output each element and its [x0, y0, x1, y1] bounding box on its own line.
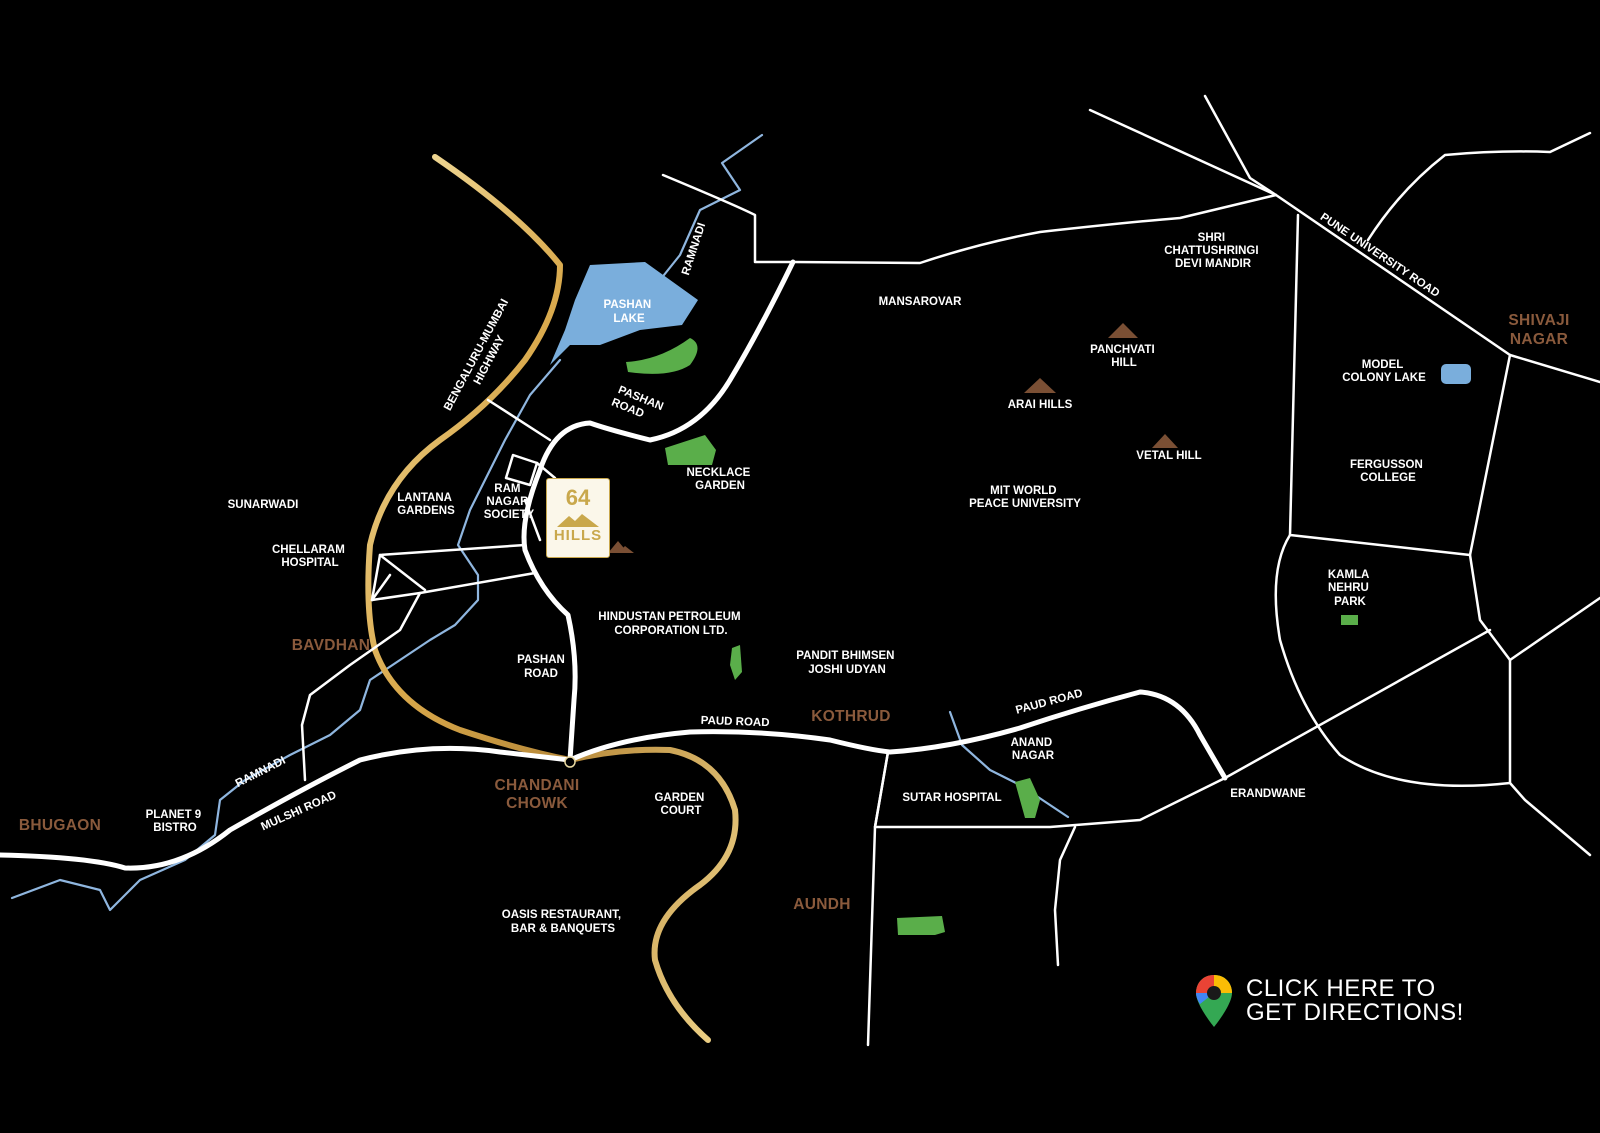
mountain-icon	[557, 514, 599, 527]
label-chattushringi: SHRI CHATTUSHRINGI DEVI MANDIR	[1164, 232, 1262, 270]
project-hill-icon	[608, 541, 634, 553]
model-colony-lake	[1441, 364, 1471, 384]
label-arai-hills: ARAI HILLS	[1008, 399, 1073, 411]
pashan-road	[521, 259, 796, 763]
label-sunarwadi: SUNARWADI	[228, 499, 299, 511]
label-chellaram-hospital: CHELLARAM HOSPITAL	[272, 544, 348, 569]
area-bavdhan: BAVDHAN	[292, 637, 370, 654]
road-label-highway: BENGALURU-MUMBAI HIGHWAY	[442, 294, 525, 419]
anand-nagar-park	[1015, 778, 1040, 818]
vetal-hill-icon	[1152, 434, 1178, 448]
label-panchvati-hill: PANCHVATI HILL	[1090, 344, 1158, 369]
label-necklace-garden: NECKLACE GARDEN	[686, 467, 753, 492]
ramnadi-river-main	[10, 358, 562, 912]
hill-icons	[608, 323, 1178, 553]
area-shivaji-nagar-1: SHIVAJI	[1508, 312, 1569, 329]
google-maps-pin-icon	[1196, 975, 1232, 1027]
label-hpcl: HINDUSTAN PETROLEUM CORPORATION LTD.	[598, 611, 743, 637]
label-model-colony-lake: MODEL COLONY LAKE	[1342, 359, 1426, 384]
road-label-ramnadi-south: RAMNADI	[234, 755, 288, 790]
bengaluru-mumbai-highway	[365, 154, 739, 1043]
label-erandwane: ERANDWANE	[1230, 788, 1306, 800]
project-name: HILLS	[553, 527, 603, 544]
area-kothrud: KOTHRUD	[811, 708, 891, 725]
label-pandit-bhimsen-joshi-udyan: PANDIT BHIMSEN JOSHI UDYAN	[796, 650, 897, 676]
cta-line-2: GET DIRECTIONS!	[1246, 999, 1464, 1026]
panchvati-hill-icon	[1108, 323, 1138, 338]
thin-roads	[300, 94, 1600, 1047]
pashan-lake	[550, 262, 698, 365]
label-kamla-nehru-park: KAMLA NEHRU PARK	[1328, 569, 1372, 608]
area-chandani-chowk-1: CHANDANI	[494, 777, 579, 794]
label-oasis-restaurant: OASIS RESTAURANT, BAR & BANQUETS	[502, 909, 624, 935]
kamla-nehru-park	[1341, 615, 1358, 625]
aundh-park	[897, 916, 945, 935]
label-fergusson-college: FERGUSSON COLLEGE	[1350, 459, 1426, 484]
paud-road	[0, 689, 1228, 871]
area-bhugaon: BHUGAON	[19, 817, 101, 834]
road-label-pashan-south-1: PASHAN	[517, 654, 565, 666]
ramnadi-river-north	[658, 133, 764, 282]
get-directions-button[interactable]: CLICK HERE TO GET DIRECTIONS!	[1194, 973, 1494, 1033]
hpcl-park	[730, 645, 742, 680]
label-ram-nagar-society: RAM NAGAR SOCIETY	[484, 483, 535, 521]
label-pashan-lake: PASHAN LAKE	[604, 299, 655, 325]
label-lantana-gardens: LANTANA GARDENS	[397, 492, 455, 517]
label-mansarovar: MANSAROVAR	[879, 296, 963, 308]
road-label-mulshi: MULSHI ROAD	[259, 789, 338, 833]
chandani-chowk-junction	[564, 756, 576, 768]
label-planet-9-bistro: PLANET 9 BISTRO	[146, 809, 205, 834]
label-garden-court: GARDEN COURT	[654, 792, 707, 817]
64-hills-project-logo[interactable]: 64 HILLS	[546, 478, 610, 558]
road-label-pashan-north: PASHAN ROAD	[610, 384, 668, 428]
label-anand-nagar: ANAND NAGAR	[1011, 737, 1056, 762]
park-near-pashan-lake	[626, 338, 698, 374]
area-shivaji-nagar-2: NAGAR	[1510, 331, 1568, 348]
road-label-pashan-south-2: ROAD	[524, 668, 558, 680]
label-sutar-hospital: SUTAR HOSPITAL	[902, 792, 1001, 804]
label-vetal-hill: VETAL HILL	[1136, 450, 1201, 462]
project-number: 64	[565, 485, 591, 510]
cta-line-1: CLICK HERE TO	[1246, 975, 1436, 1002]
label-mit-world-peace-university: MIT WORLD PEACE UNIVERSITY	[969, 485, 1081, 510]
area-aundh: AUNDH	[793, 896, 850, 913]
area-chandani-chowk-2: CHOWK	[506, 795, 568, 812]
arai-hills-icon	[1024, 378, 1056, 393]
road-label-ramnadi-north: RAMNADI	[680, 221, 708, 276]
necklace-garden-park	[665, 435, 716, 465]
road-label-paud-west: PAUD ROAD	[701, 715, 770, 729]
